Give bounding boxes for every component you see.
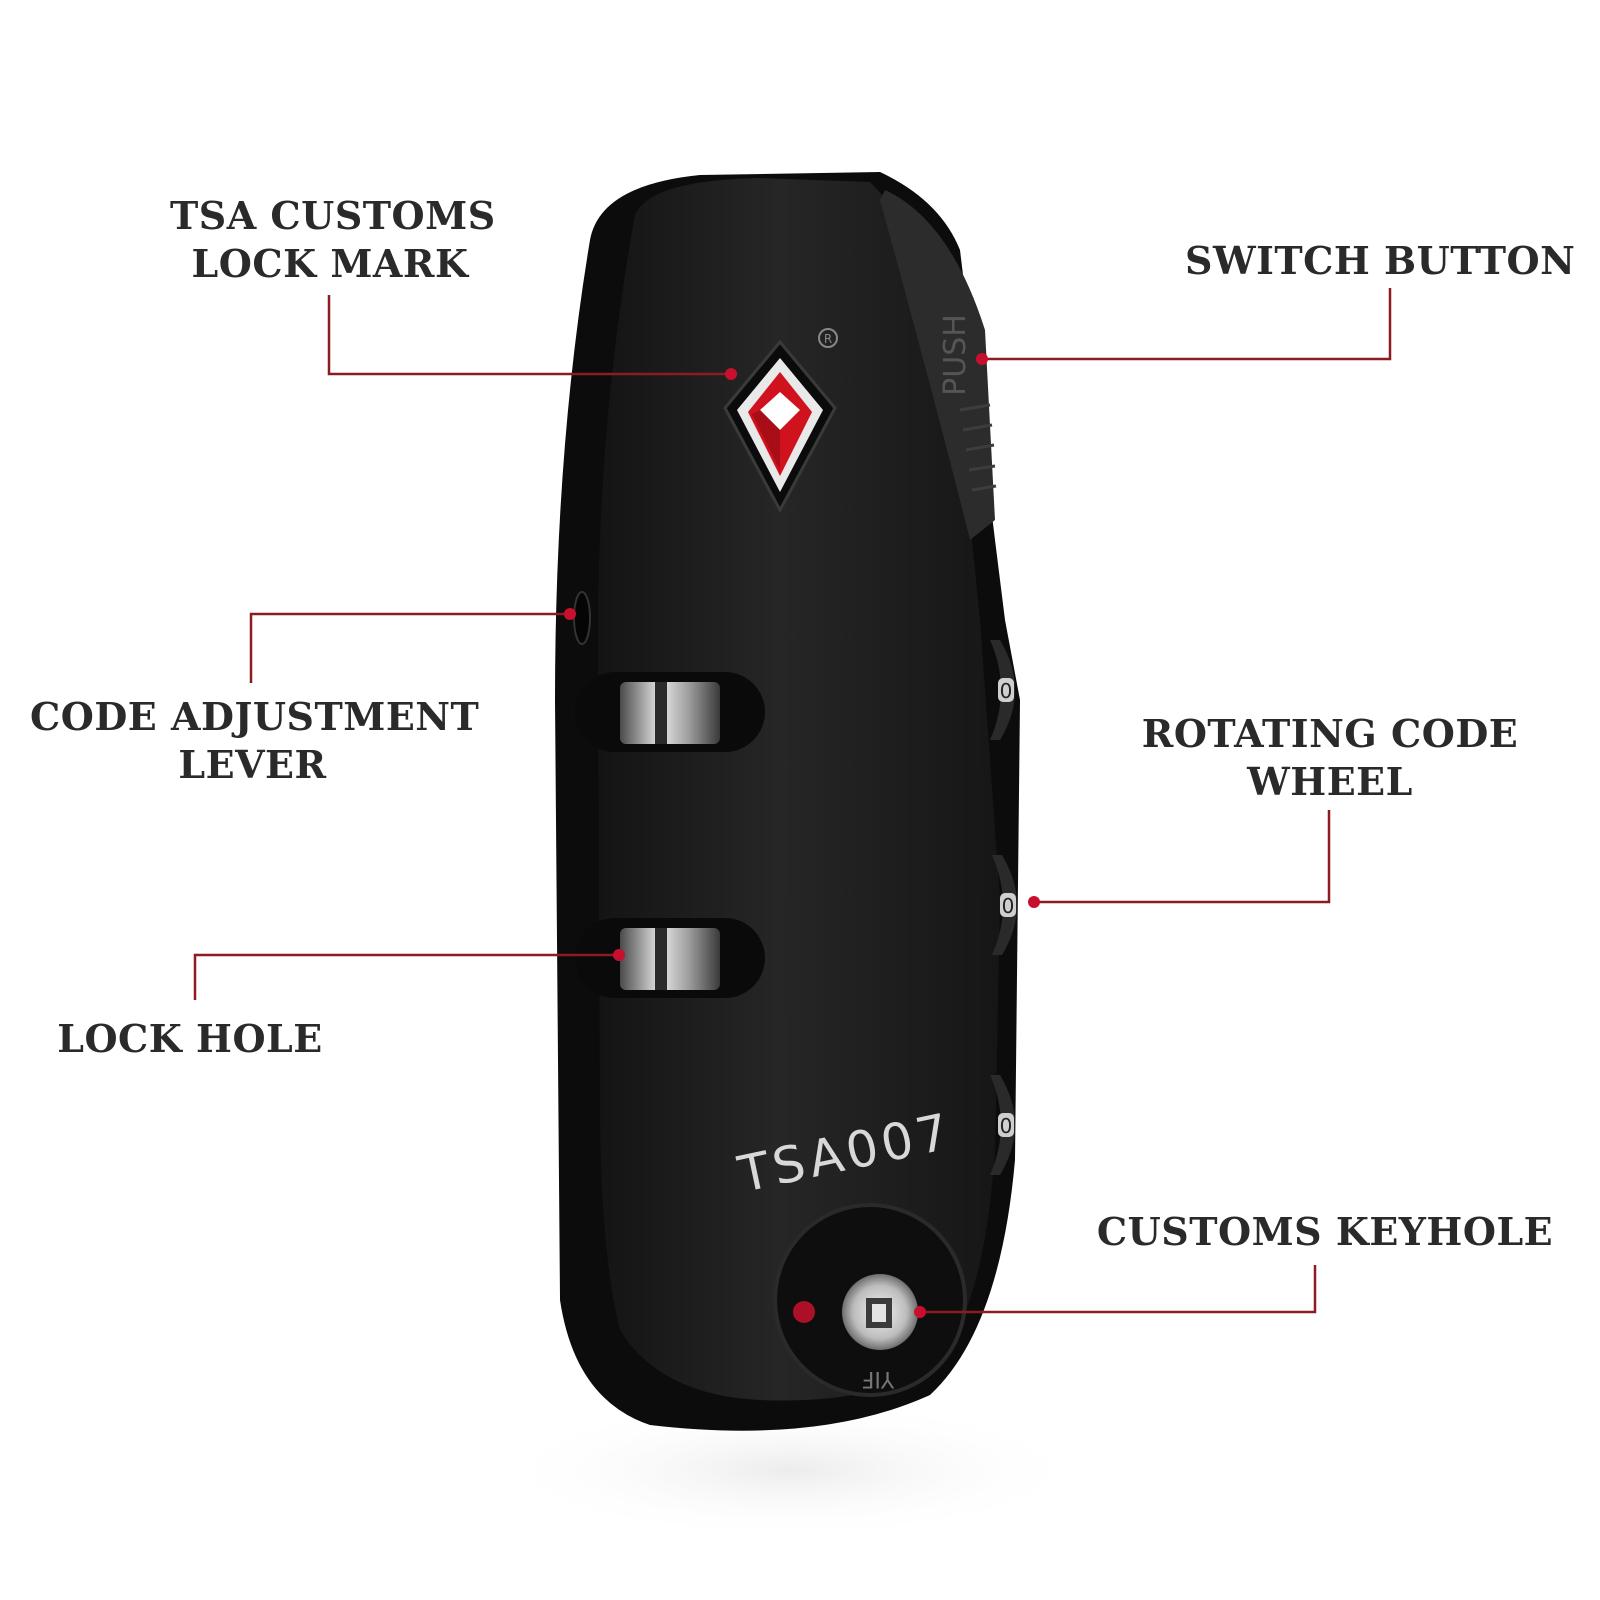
lock-hole-upper — [575, 672, 765, 752]
switch-button-grip — [959, 403, 997, 492]
registered-mark-icon — [818, 328, 838, 348]
lock-front-plate — [598, 178, 1000, 1401]
code-lever-callout-line — [249, 612, 570, 683]
lock-hole-label-line1: LOCK HOLE — [57, 1016, 323, 1061]
code-lever-label-line2: LEVER — [178, 742, 327, 787]
code-wheels: 0 0 0 — [990, 640, 1017, 1175]
tsa-logo: R — [723, 328, 838, 514]
tsa-mark-label-line1: TSA CUSTOMS — [170, 193, 496, 238]
switch-button-ridge — [880, 190, 995, 540]
push-text: PUSH — [938, 314, 973, 396]
code-adjustment-lever-hole — [573, 591, 591, 645]
code-wheel-label-line2: WHEEL — [1247, 759, 1413, 804]
customs-keyhole: YIF — [773, 1203, 967, 1397]
code-wheel-label: ROTATING CODE WHEEL — [1130, 710, 1530, 806]
keyhole-indicator-dot — [793, 1301, 815, 1323]
code-wheel-2: 0 — [992, 855, 1017, 955]
callout-dots — [564, 353, 1040, 1318]
switch-button-label: SWITCH BUTTON — [1185, 237, 1575, 285]
key-code-text: YIF — [862, 1366, 896, 1391]
tsa-mark-label-line2: LOCK MARK — [191, 241, 469, 286]
callout-lines — [193, 288, 1392, 1314]
switch-button-label-line1: SWITCH BUTTON — [1185, 238, 1576, 283]
wheel-digit-1: 0 — [1000, 679, 1013, 703]
tsa-mark-label: TSA CUSTOMS LOCK MARK — [170, 192, 496, 288]
code-wheel-1: 0 — [990, 640, 1015, 740]
code-wheel-3: 0 — [990, 1075, 1015, 1175]
keyhole-callout-line — [920, 1265, 1317, 1314]
code-wheel-label-line1: ROTATING CODE — [1141, 711, 1519, 756]
tsa-mark-callout-line — [327, 295, 731, 376]
wheel-digit-2: 0 — [1002, 894, 1015, 918]
floor-reflection — [490, 1400, 1090, 1540]
code-wheel-callout-line — [1034, 810, 1331, 904]
code-lever-label-line1: CODE ADJUSTMENT — [30, 694, 480, 739]
wheel-digit-3: 0 — [1000, 1114, 1013, 1138]
keyhole-label-line1: CUSTOMS KEYHOLE — [1096, 1209, 1554, 1254]
lock-hole-label: LOCK HOLE — [40, 1015, 340, 1063]
keyhole-label: CUSTOMS KEYHOLE — [1090, 1208, 1560, 1256]
code-lever-label: CODE ADJUSTMENT LEVER — [30, 693, 480, 789]
registered-mark-text: R — [824, 332, 832, 346]
switch-button-callout-line — [982, 288, 1392, 361]
lock-hole-callout-line — [193, 953, 619, 1000]
lock-hole-lower — [575, 918, 765, 998]
